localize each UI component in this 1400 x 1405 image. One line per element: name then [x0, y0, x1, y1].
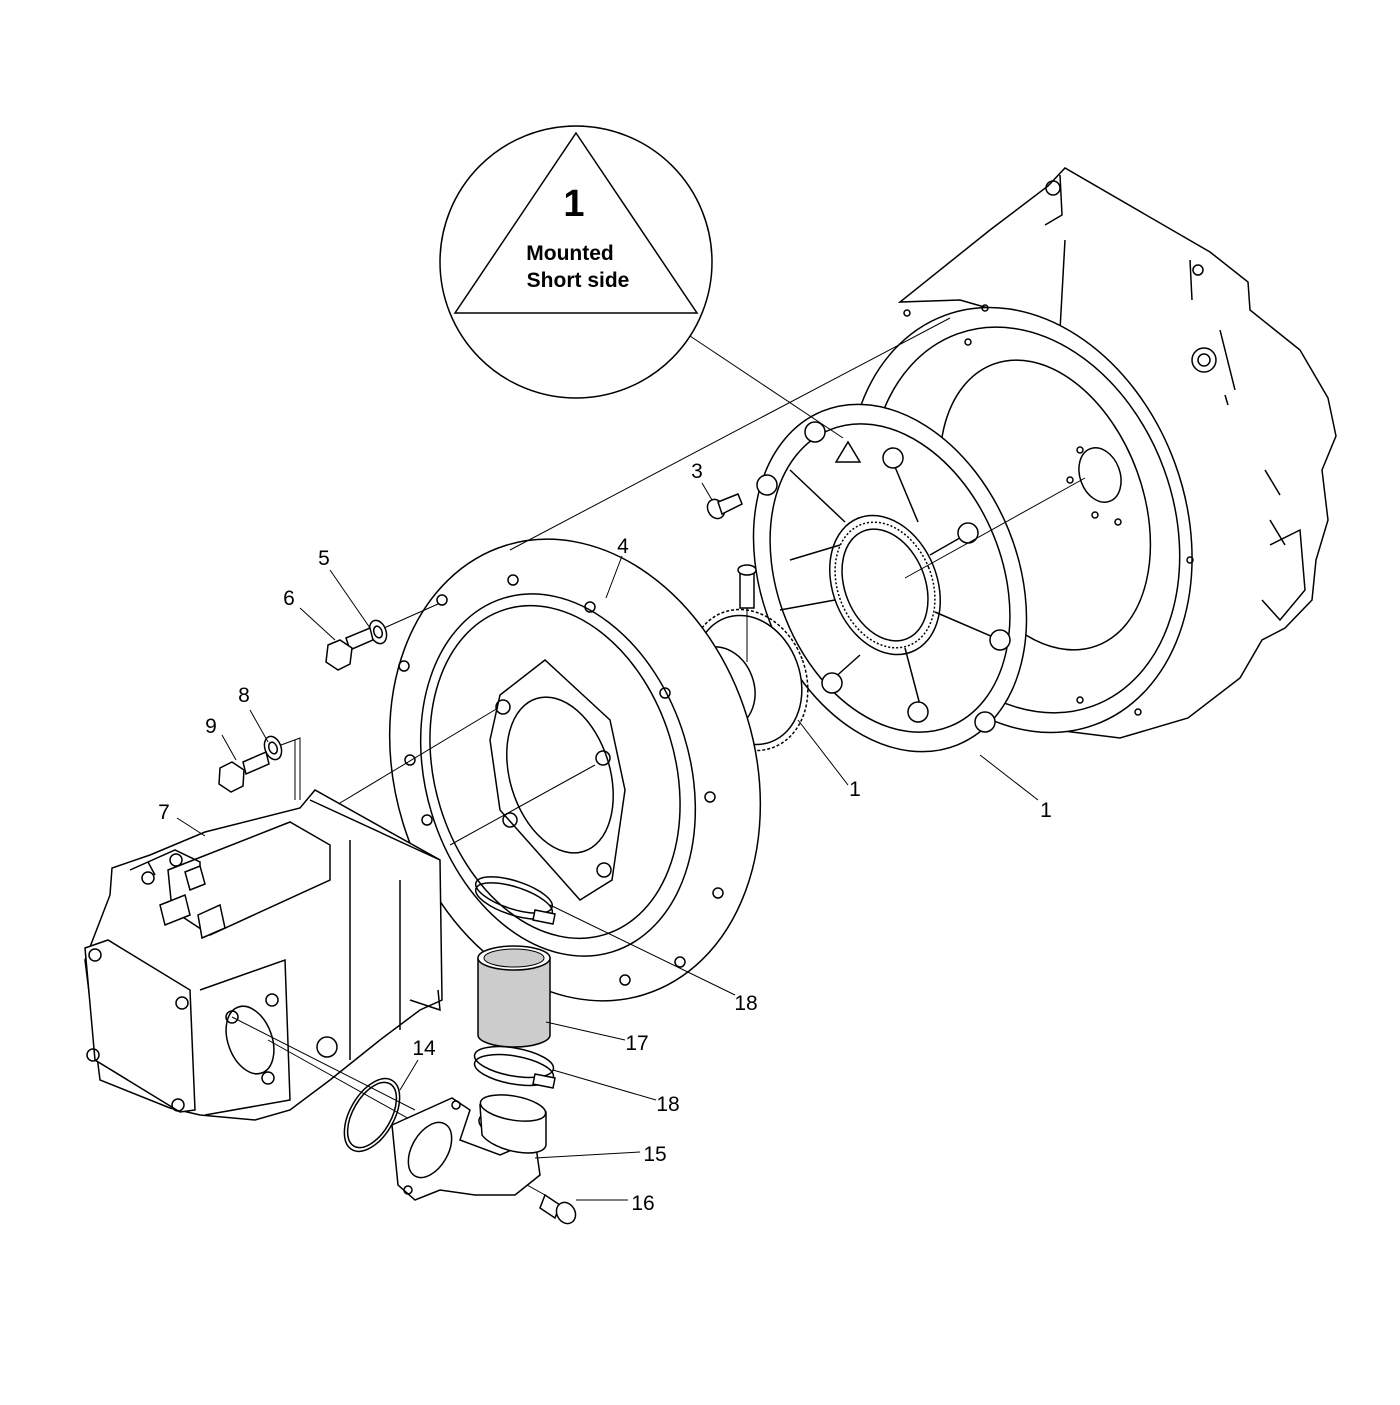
callout-8: 8: [238, 684, 250, 707]
note-line-2: Short side: [527, 269, 630, 292]
callout-5: 5: [318, 547, 330, 570]
note-number: 1: [563, 183, 584, 225]
assembly-lines: [319, 317, 951, 846]
callout-14: 14: [412, 1037, 436, 1060]
callout-1-ring: 1: [1040, 799, 1052, 822]
leader-lines: [176, 482, 1039, 1201]
callout-6: 6: [283, 587, 295, 610]
callouts: 3 4 5 6 8 9 7 1 1 18 17 18 14 15 16: [158, 460, 1052, 1215]
callout-17: 17: [625, 1032, 648, 1055]
bolt-9-washer-8: [218, 735, 301, 800]
hose-clamp-lower: [473, 1045, 556, 1089]
callout-3: 3: [691, 460, 703, 483]
screw-3: [706, 493, 743, 520]
screw-16: [539, 1193, 577, 1225]
hose-clamp-upper: [474, 876, 556, 925]
coupling-ring: [752, 403, 1086, 753]
callout-15: 15: [643, 1143, 666, 1166]
mounting-note: 1 Mounted Short side: [439, 125, 844, 439]
adapter-flange: [388, 538, 762, 1002]
callout-18-lower: 18: [656, 1093, 679, 1116]
hydraulic-pump: [84, 789, 546, 1196]
callout-4: 4: [617, 535, 629, 558]
callout-1-hub: 1: [849, 778, 861, 801]
callout-16: 16: [631, 1192, 654, 1215]
hose: [477, 945, 551, 1048]
elbow-flange: [391, 1094, 547, 1201]
bolt-6-washer-5: [325, 603, 439, 671]
callout-9: 9: [205, 715, 217, 738]
callout-18-upper: 18: [734, 992, 757, 1015]
o-ring: [343, 1077, 401, 1153]
callout-7: 7: [158, 801, 170, 824]
note-line-1: Mounted: [526, 242, 613, 265]
